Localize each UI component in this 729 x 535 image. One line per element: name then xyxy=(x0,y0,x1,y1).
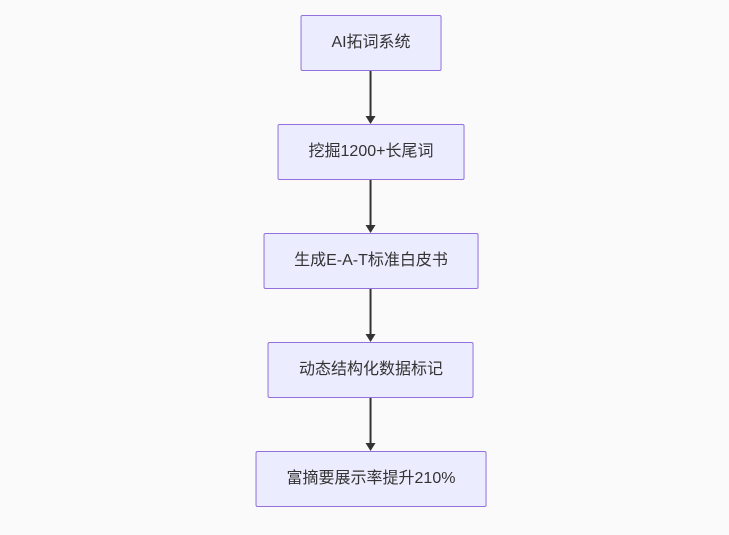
arrow-line xyxy=(370,289,372,334)
arrowhead-down-icon xyxy=(366,116,376,124)
flow-edge-c-d xyxy=(366,289,376,342)
arrowhead-down-icon xyxy=(366,334,376,342)
flow-edge-d-e xyxy=(366,398,376,451)
flowchart: AI拓词系统 挖掘1200+长尾词 生成E-A-T标准白皮书 动态结构化数据标记 xyxy=(255,15,487,507)
node-label: 富摘要展示率提升210% xyxy=(286,470,456,487)
flow-edge-b-c xyxy=(366,180,376,233)
arrowhead-down-icon xyxy=(366,225,376,233)
arrow-line xyxy=(370,398,372,443)
node-label: 挖掘1200+长尾词 xyxy=(308,143,434,160)
flow-edge-a-b xyxy=(366,71,376,124)
flow-node-ai-keyword-system: AI拓词系统 xyxy=(300,15,442,71)
flow-node-structured-data-markup: 动态结构化数据标记 xyxy=(267,342,474,398)
flow-node-longtail-mining: 挖掘1200+长尾词 xyxy=(277,124,465,180)
arrow-line xyxy=(370,180,372,225)
node-label: 动态结构化数据标记 xyxy=(298,361,443,378)
node-label: 生成E-A-T标准白皮书 xyxy=(294,252,448,269)
flow-node-rich-snippet-result: 富摘要展示率提升210% xyxy=(255,451,487,507)
arrow-line xyxy=(370,71,372,116)
flow-node-eat-whitepaper: 生成E-A-T标准白皮书 xyxy=(263,233,479,289)
arrowhead-down-icon xyxy=(366,443,376,451)
node-label: AI拓词系统 xyxy=(331,34,411,51)
